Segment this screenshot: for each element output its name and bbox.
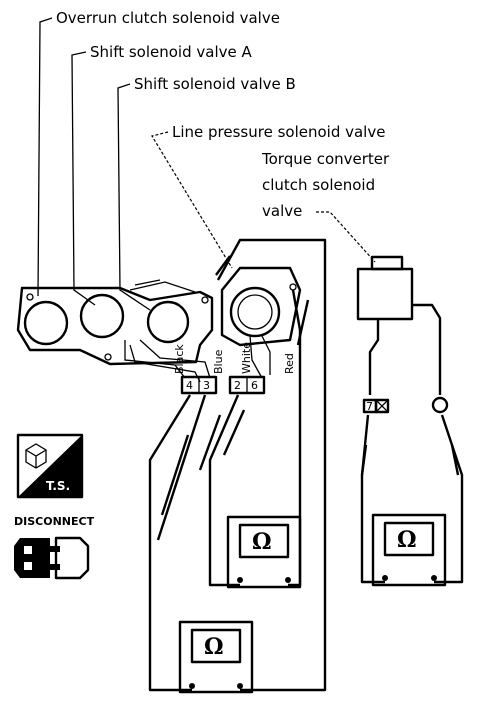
label-torque-converter-1: Torque converter	[261, 150, 390, 168]
label-shift-a: Shift solenoid valve A	[90, 43, 253, 61]
terminal-3: 3	[203, 379, 210, 392]
connector-block: 4 3 2 6	[180, 375, 266, 395]
label-torque-converter-2: clutch solenoid	[262, 176, 375, 194]
overrun-clutch-valve-port	[23, 300, 69, 346]
label-torque-converter-3: valve	[262, 202, 302, 220]
torque-converter-solenoid: 7	[356, 255, 449, 414]
ohm-symbol: Ω	[397, 527, 417, 553]
label-leaders	[37, 17, 376, 311]
ohmmeter-3: Ω	[178, 620, 254, 694]
ohm-symbol: Ω	[252, 529, 272, 555]
disconnect-label: DISCONNECT	[14, 515, 95, 528]
ohmmeter-1: Ω	[226, 515, 302, 589]
shift-a-valve-port	[79, 293, 125, 339]
label-line-pressure: Line pressure solenoid valve	[172, 123, 385, 141]
terminal-7: 7	[366, 400, 373, 413]
terminal-2: 2	[234, 379, 241, 392]
ground-terminal	[431, 396, 449, 414]
wire-color-white: White	[240, 342, 253, 374]
wire-color-blue: Blue	[212, 349, 225, 374]
ohmmeter-2: Ω	[371, 513, 447, 587]
ts-badge: T.S.	[16, 433, 84, 499]
terminal-6: 6	[251, 379, 258, 392]
label-overrun-clutch: Overrun clutch solenoid valve	[56, 9, 280, 27]
wire-color-red: Red	[283, 353, 296, 374]
probe-leads	[148, 238, 464, 692]
valve-body	[16, 266, 302, 383]
shift-b-valve-port	[146, 300, 190, 344]
line-pressure-valve-port	[229, 286, 281, 338]
terminal-4: 4	[186, 379, 193, 392]
disconnect-badge: DISCONNECT	[14, 515, 95, 580]
ts-label: T.S.	[46, 479, 70, 493]
ohm-symbol: Ω	[204, 634, 224, 660]
label-shift-b: Shift solenoid valve B	[134, 75, 296, 93]
wire-color-black: Black	[173, 344, 186, 374]
